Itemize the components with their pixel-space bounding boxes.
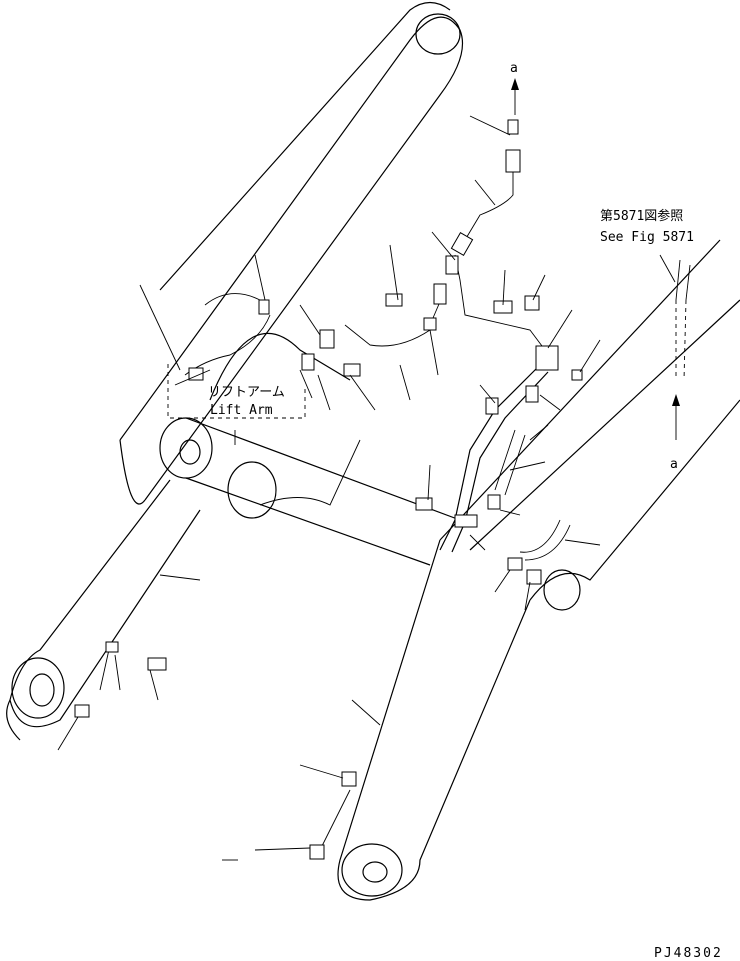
reference-tube: [659, 254, 691, 381]
right-lift-arm: [337, 239, 740, 901]
lift-arm-label-en: Lift Arm: [210, 403, 273, 418]
arrow-a-top: [511, 78, 519, 115]
fittings: [74, 119, 583, 860]
reference-label-en: See Fig 5871: [600, 230, 694, 245]
left-lift-arm: [6, 1, 464, 741]
reference-label-jp: 第5871図参照: [600, 208, 683, 224]
leader-lines: [57, 115, 601, 861]
cross-tube: [159, 332, 461, 566]
arrow-a-right-label: a: [670, 457, 678, 472]
hydraulic-tubes: [99, 170, 571, 851]
arrow-a-top-label: a: [510, 61, 518, 76]
lift-arm-callout: [167, 364, 306, 419]
lift-arm-label-jp: リフトアーム: [208, 385, 285, 400]
arrow-a-right: [672, 394, 680, 440]
drawing-number: PJ48302: [654, 946, 723, 961]
